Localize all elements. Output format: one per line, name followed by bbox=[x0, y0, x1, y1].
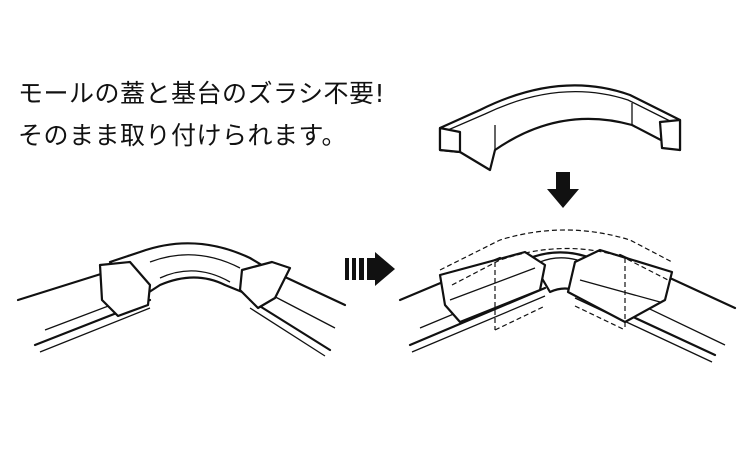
caption-line-1: モールの蓋と基台のズラシ不要! bbox=[18, 79, 386, 108]
down-arrow-icon bbox=[547, 172, 579, 208]
caption-line-2: そのまま取り付けられます。 bbox=[18, 121, 348, 150]
right-arrow-icon bbox=[345, 252, 395, 286]
elbow-cover-drawing bbox=[438, 84, 682, 172]
after-assembly-drawing bbox=[398, 229, 737, 363]
before-assembly-drawing bbox=[16, 242, 347, 357]
